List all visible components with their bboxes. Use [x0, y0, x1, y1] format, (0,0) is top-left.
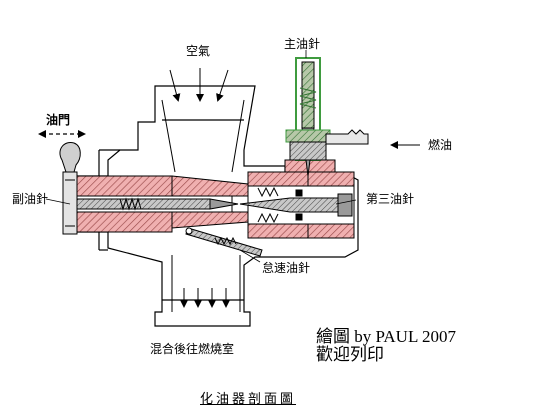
credit-line-1: 繪圖 by PAUL 2007 — [316, 327, 456, 346]
leader-lines — [45, 50, 357, 263]
mixture-outflow-arrows — [180, 288, 230, 308]
idle-needle — [185, 227, 263, 257]
label-air: 空氣 — [186, 44, 211, 58]
label-idle-needle: 怠速油針 — [262, 261, 311, 275]
secondary-needle — [71, 195, 239, 213]
label-main-needle: 主油針 — [284, 37, 321, 51]
main-needle — [285, 57, 331, 177]
label-third-needle: 第三油針 — [366, 192, 415, 206]
credit-line-2: 歡迎列印 — [316, 345, 384, 364]
throttle-direction-arrow — [38, 130, 86, 138]
label-fuel: 燃油 — [428, 138, 453, 152]
label-mixture: 混合後往燃燒室 — [150, 342, 235, 356]
body-section — [69, 159, 355, 239]
fuel-nozzle-icon — [325, 129, 369, 145]
label-throttle: 油門 — [46, 113, 71, 127]
venturi-throat — [161, 99, 245, 312]
third-needle — [239, 185, 355, 225]
label-secondary-needle: 副油針 — [12, 192, 49, 206]
diagram-title: 化油器剖面圖 — [200, 392, 297, 407]
throttle-lever-icon — [59, 141, 81, 235]
air-intake-arrows — [169, 68, 229, 102]
